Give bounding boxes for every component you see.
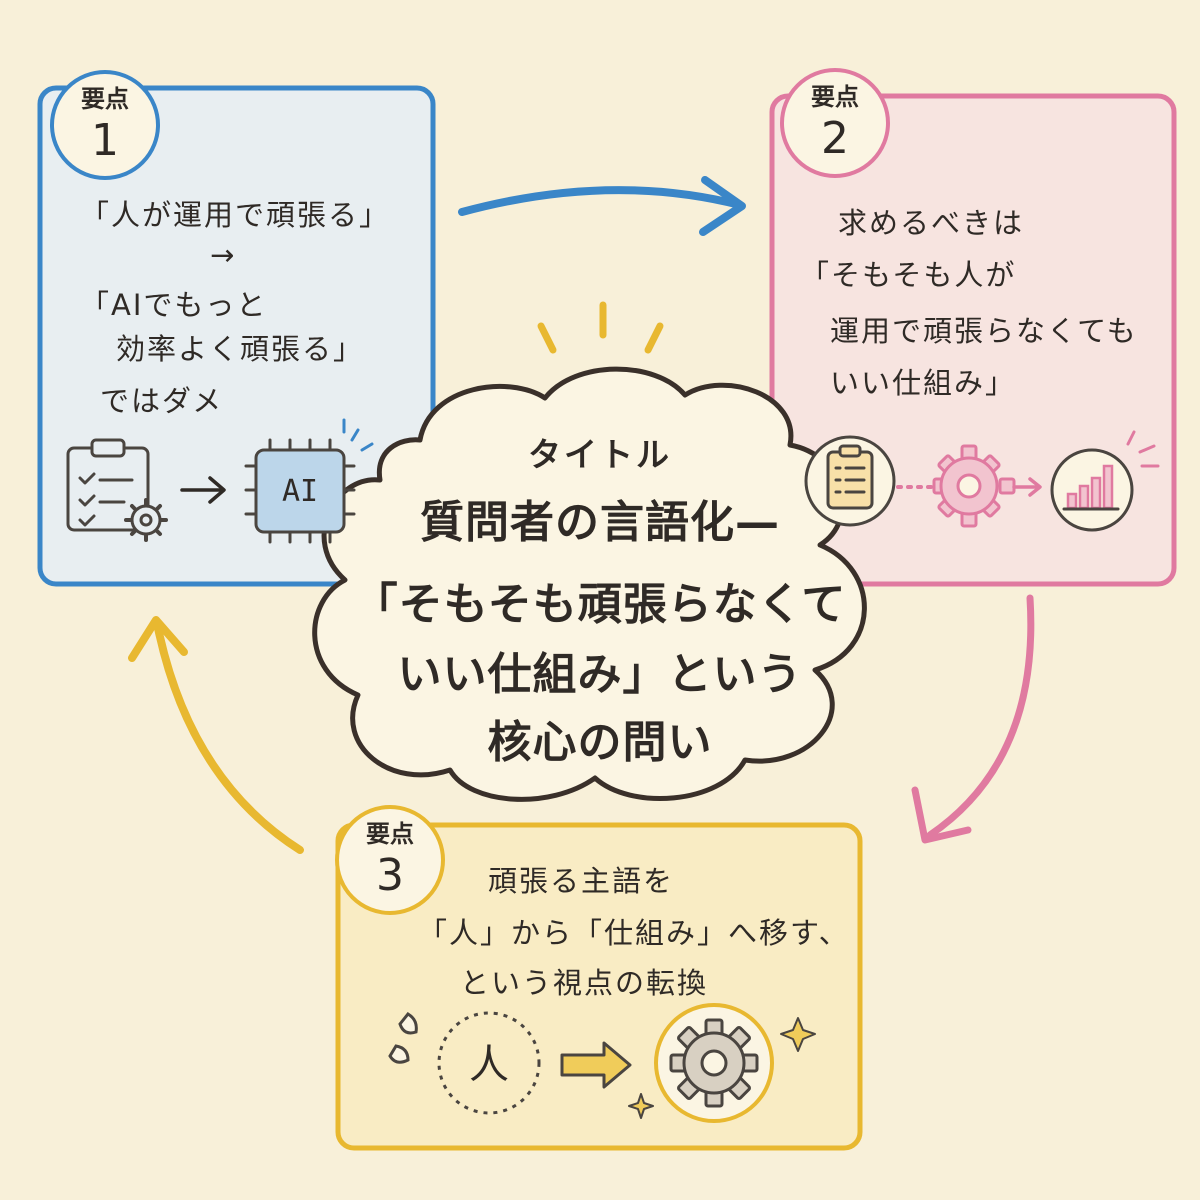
point2-badge: 要点 2 (780, 68, 890, 178)
title-line-3: いい仕組み」という (397, 649, 803, 700)
point1-badge-number: 1 (91, 115, 119, 166)
cycle-arrow-2-to-3 (911, 594, 1035, 844)
arrow-right-icon (1012, 477, 1042, 497)
point3-line-3: という視点の転換 (460, 966, 709, 1000)
cycle-arrow-3-to-1 (128, 616, 304, 854)
bar-chart-icon (1050, 430, 1160, 532)
arrow-right-icon (180, 476, 226, 504)
point3-badge-number: 3 (376, 850, 404, 901)
clipboard-gear-icon (66, 438, 168, 542)
point2-line-1: 求めるべきは (838, 206, 1025, 240)
cycle-arrow-1-to-2 (458, 176, 746, 236)
point1-badge-label: 要点 (81, 85, 129, 113)
point1-line-2: → (210, 238, 237, 272)
sweat-drops (388, 1012, 418, 1064)
point3-badge-label: 要点 (366, 820, 414, 848)
arrow-right-icon (560, 1041, 632, 1089)
person-icon: 人 (437, 1011, 541, 1115)
title-line-4: 核心の問い (487, 717, 713, 768)
point2-line-3: 運用で頑張らなくても (830, 314, 1138, 348)
ai-chip-icon: AI (244, 418, 374, 544)
title-line-2: 「そもそも頑張らなくて (353, 579, 847, 630)
svg-text:人: 人 (469, 1042, 509, 1088)
title-tag: タイトル (528, 435, 672, 474)
point3-line-1: 頑張る主語を (488, 864, 675, 898)
point1-line-5: ではダメ (100, 384, 224, 418)
point2-badge-number: 2 (821, 113, 849, 164)
point1-line-4: 効率よく頑張る」 (116, 332, 365, 366)
point1-badge: 要点 1 (50, 70, 160, 180)
point2-badge-label: 要点 (811, 83, 859, 111)
point2-line-4: いい仕組み」 (830, 366, 1017, 400)
point1-line-1: 「人が運用で頑張る」 (80, 198, 391, 232)
gear-icon (932, 444, 1016, 528)
point3-line-2: 「人」から「仕組み」へ移す、 (418, 916, 850, 950)
point1-line-3: 「AIでもっと (80, 288, 268, 322)
title-line-1: 質問者の言語化— (420, 497, 780, 548)
svg-text:AI: AI (282, 474, 318, 509)
sparkle-icons (628, 1017, 816, 1119)
point3-badge: 要点 3 (335, 805, 445, 915)
checklist-icon (804, 435, 896, 527)
gear-icon (654, 1003, 774, 1123)
point2-line-2: 「そもそも人が (800, 258, 1017, 292)
title-cloud (312, 366, 867, 802)
emphasis-burst (537, 301, 664, 354)
